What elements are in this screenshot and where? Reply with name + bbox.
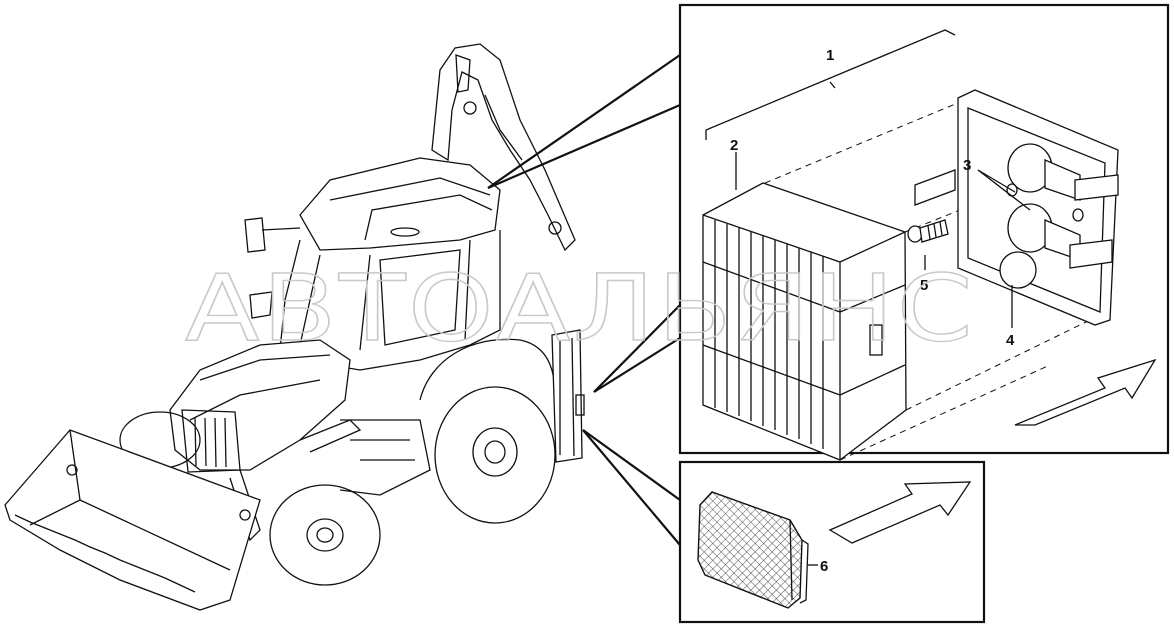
direction-arrow-lower: [828, 481, 972, 544]
detail-box-reflector: 6: [678, 460, 986, 624]
callout-1: 1: [826, 47, 834, 64]
reflector: [697, 491, 809, 609]
detail-box-rear-lamp: 1 2 3 5 4: [678, 3, 1170, 461]
screw: [907, 219, 949, 243]
direction-arrow: [1014, 358, 1157, 426]
lamp-base: [957, 89, 1119, 326]
callout-5: 5: [920, 277, 928, 294]
backhoe-loader-illustration: [4, 43, 585, 611]
callout-2: 2: [730, 137, 738, 154]
watermark: АВТОАЛЬЯНС: [185, 255, 975, 362]
leader-lines: [487, 54, 681, 546]
callout-3: 3: [963, 157, 971, 174]
callout-6: 6: [820, 558, 828, 575]
callout-4: 4: [1006, 332, 1015, 349]
